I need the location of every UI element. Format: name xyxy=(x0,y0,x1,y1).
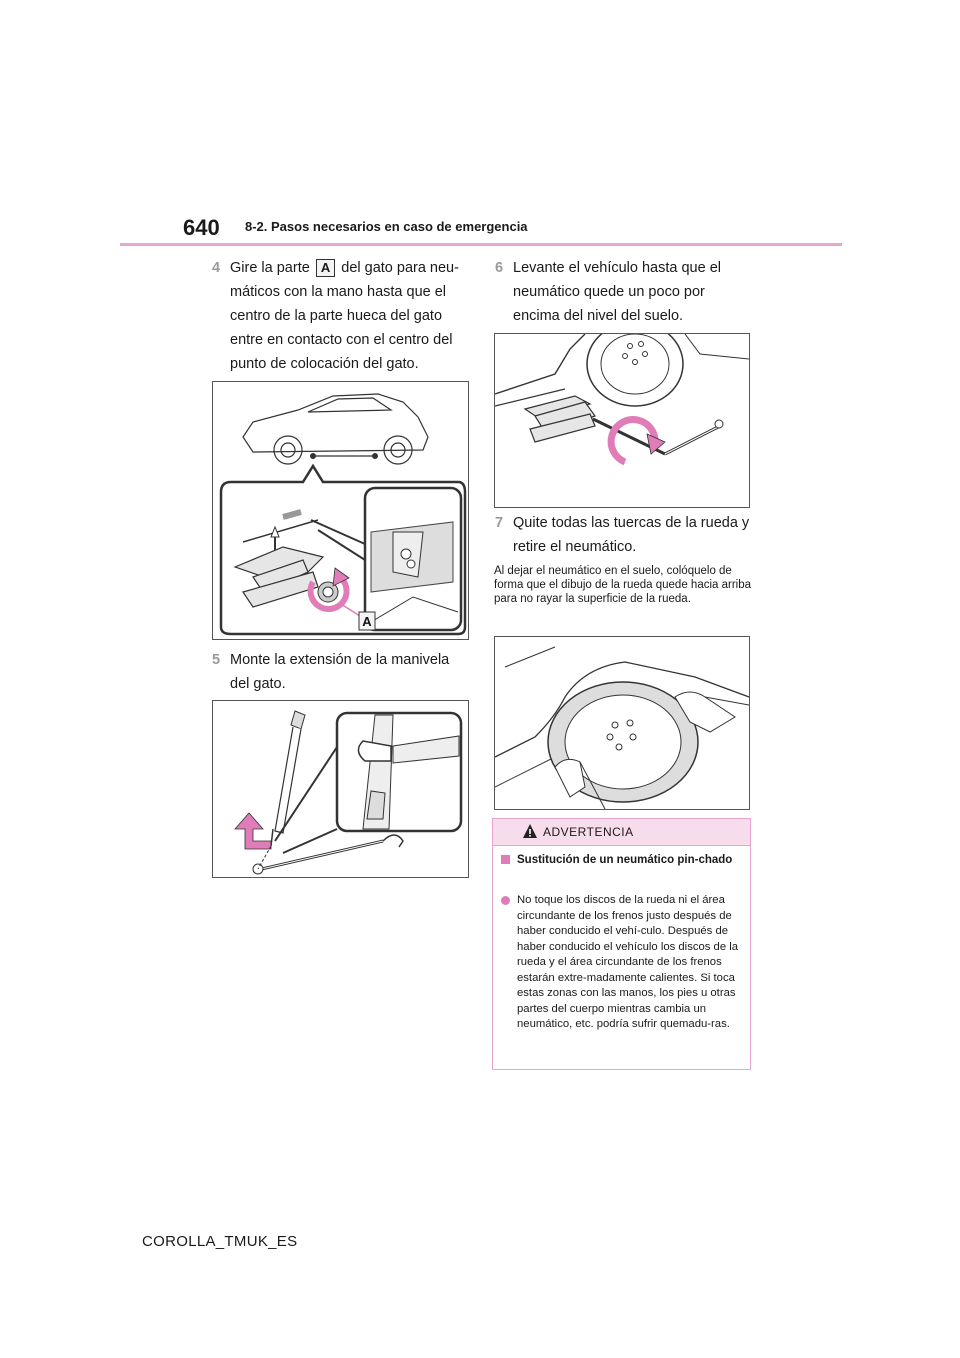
warning-body-text: No toque los discos de la rueda ni el ár… xyxy=(517,894,739,1030)
step-6: 6 Levante el vehículo hasta que el neumá… xyxy=(495,256,753,328)
warning-box: ADVERTENCIA Sustitución de un neumático … xyxy=(492,818,751,1070)
section-title: 8-2. Pasos necesarios en caso de emergen… xyxy=(245,219,528,234)
figure-raise-vehicle xyxy=(494,333,750,508)
warning-triangle-icon xyxy=(523,824,537,838)
step-5: 5 Monte la extensión de la manivela del … xyxy=(212,648,470,696)
part-label-a: A xyxy=(315,259,336,277)
header-rule xyxy=(120,243,842,246)
step-text-after: del gato para neu-máticos con la mano ha… xyxy=(230,260,459,372)
page-number: 640 xyxy=(183,215,220,240)
warning-header: ADVERTENCIA xyxy=(493,819,750,846)
remove-tire-illustration xyxy=(495,646,749,809)
step-4: 4 Gire la parte A del gato para neu-máti… xyxy=(212,256,470,376)
jack-positioning-illustration: A xyxy=(219,393,467,636)
figure-handle-extension xyxy=(212,700,469,878)
step-text: Quite todas las tuercas de la rueda y re… xyxy=(513,515,750,555)
circle-bullet-icon xyxy=(501,896,510,905)
step-number: 6 xyxy=(495,260,504,276)
raise-vehicle-illustration xyxy=(495,334,749,466)
step-number: 5 xyxy=(212,652,221,668)
step-number: 7 xyxy=(495,515,504,531)
warning-body: No toque los discos de la rueda ni el ár… xyxy=(501,893,741,1033)
warning-subtitle: Sustitución de un neumático pin-chado xyxy=(501,853,741,867)
warning-title: ADVERTENCIA xyxy=(543,825,634,839)
step-text: Levante el vehículo hasta que el neumáti… xyxy=(513,260,721,324)
tire-placement-note: Al dejar el neumático en el suelo, colóq… xyxy=(494,565,752,605)
square-bullet-icon xyxy=(501,855,510,864)
figure-jack-positioning: A xyxy=(212,381,469,640)
figure-remove-tire xyxy=(494,636,750,810)
handle-extension-illustration xyxy=(234,710,463,875)
step-text: Monte la extensión de la manivela del ga… xyxy=(230,652,450,692)
footer-doc-code: COROLLA_TMUK_ES xyxy=(142,1233,298,1250)
step-number: 4 xyxy=(212,260,221,276)
car-illustration xyxy=(242,393,429,465)
step-7: 7 Quite todas las tuercas de la rueda y … xyxy=(495,511,753,559)
warning-subtitle-text: Sustitución de un neumático pin-chado xyxy=(517,854,733,866)
jack-illustration xyxy=(233,546,325,608)
step-text-before: Gire la parte xyxy=(230,260,310,276)
callout-label-a: A xyxy=(362,614,372,629)
jack-illustration xyxy=(523,395,596,443)
